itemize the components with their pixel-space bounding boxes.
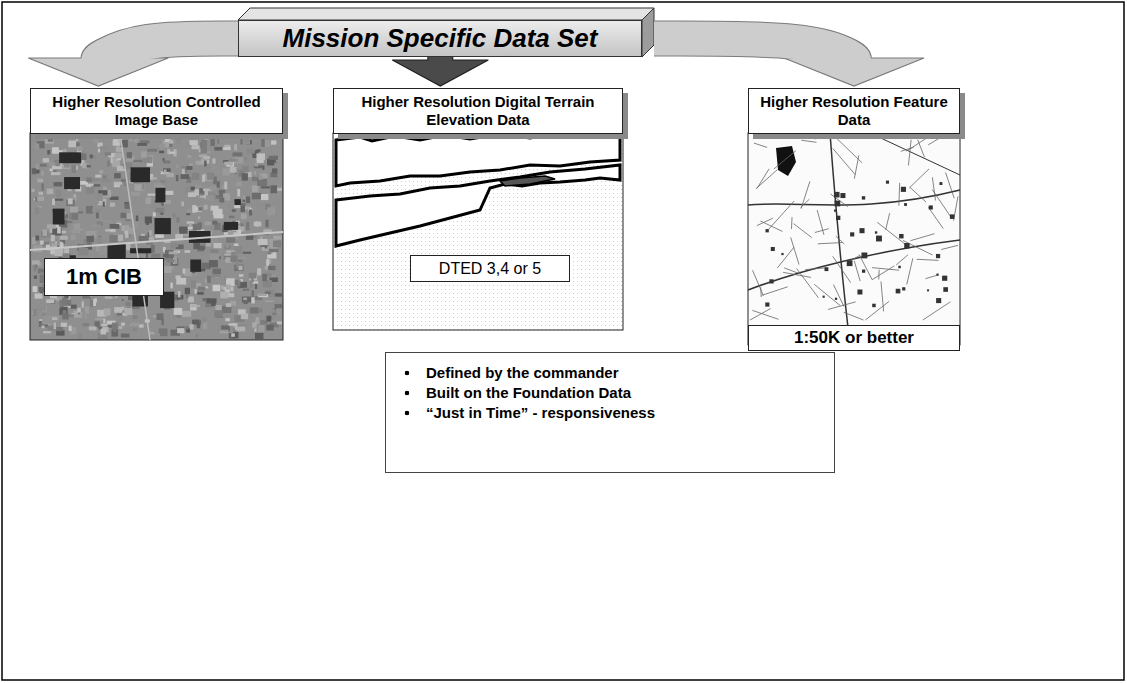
box-label: 1m CIB: [66, 264, 142, 290]
bullet-item: Defined by the commander: [400, 363, 822, 383]
bullet-item: Built on the Foundation Data: [400, 383, 822, 403]
image-tag: 1m CIB: [44, 258, 164, 296]
terrain-panel: Higher Resolution Digital Terrain Elevat…: [333, 88, 623, 330]
arrow-head: [28, 58, 168, 86]
satellite-image: [30, 133, 283, 340]
box-face: [642, 8, 654, 57]
arrow-outline: [654, 39, 854, 61]
bullet-item: “Just in Time” - responsiveness: [400, 403, 822, 423]
box-label: Mission Specific Data Set: [275, 23, 606, 54]
panel-heading: Higher Resolution Feature Data: [748, 88, 960, 134]
scale-tag: 1:50K or better: [748, 325, 960, 351]
feature-map: [748, 133, 960, 345]
box-label: 1:50K or better: [794, 328, 914, 348]
box-label: DTED 3,4 or 5: [439, 260, 541, 278]
block-arrow: [28, 39, 238, 87]
block-arrow: [654, 39, 924, 87]
arrow-outline: [98, 39, 238, 61]
feature-panel: Higher Resolution Feature Data 1:50K or b…: [748, 88, 960, 345]
block-arrow: [392, 57, 488, 86]
panel-heading: Higher Resolution Digital Terrain Elevat…: [333, 88, 623, 134]
arrow-shaft: [428, 57, 452, 63]
notes-box: Defined by the commanderBuilt on the Fou…: [385, 352, 835, 473]
panel-heading: Higher Resolution Controlled Image Base: [30, 88, 283, 134]
box-face: [238, 8, 654, 20]
arrow-head: [392, 60, 488, 86]
arrow-outline: [427, 57, 453, 62]
arrow-shaft: [654, 39, 854, 62]
arrow-head: [784, 58, 924, 86]
terrain-tag: DTED 3,4 or 5: [410, 255, 570, 282]
box-depth: [238, 8, 654, 57]
image-panel: Higher Resolution Controlled Image Base 1…: [30, 88, 283, 340]
arrow-shaft: [98, 39, 238, 62]
title-box: Mission Specific Data Set: [238, 20, 642, 57]
terrain-illustration: [333, 133, 623, 330]
